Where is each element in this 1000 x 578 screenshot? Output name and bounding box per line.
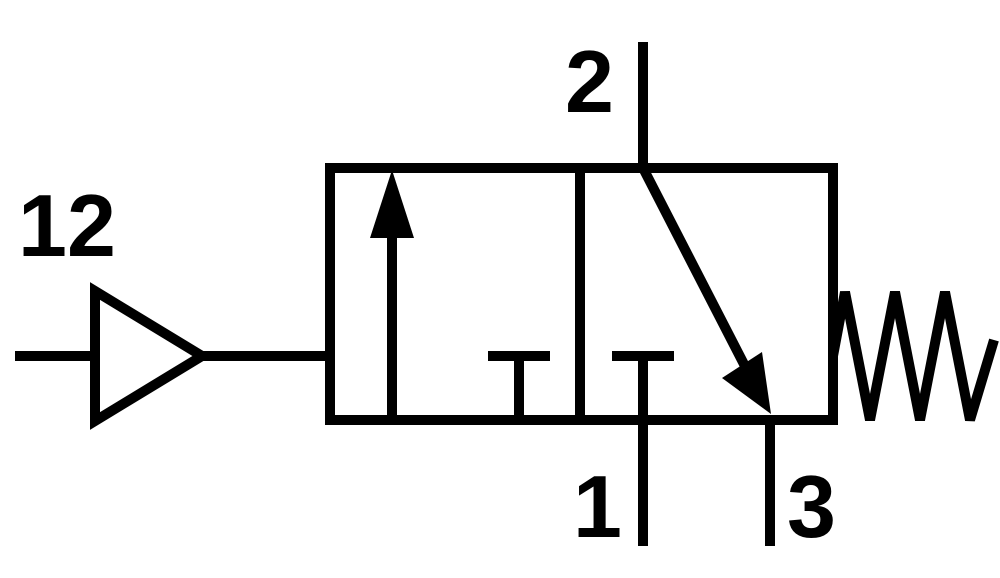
pilot-port-label: 12 (18, 176, 116, 275)
spring-return-icon (828, 291, 999, 422)
left-flow-arrow-head-icon (370, 170, 414, 238)
exhaust-port-label: 3 (787, 457, 836, 556)
right-flow-arrow-head-icon (722, 352, 771, 414)
right-blocked-port-tee-icon (612, 351, 674, 420)
left-blocked-port-tee-icon (488, 351, 550, 420)
outlet-port-label: 2 (565, 32, 614, 131)
inlet-port-label: 1 (573, 457, 622, 556)
right-flow-arrow-shaft (638, 165, 753, 375)
pilot-triangle-icon (90, 282, 212, 430)
